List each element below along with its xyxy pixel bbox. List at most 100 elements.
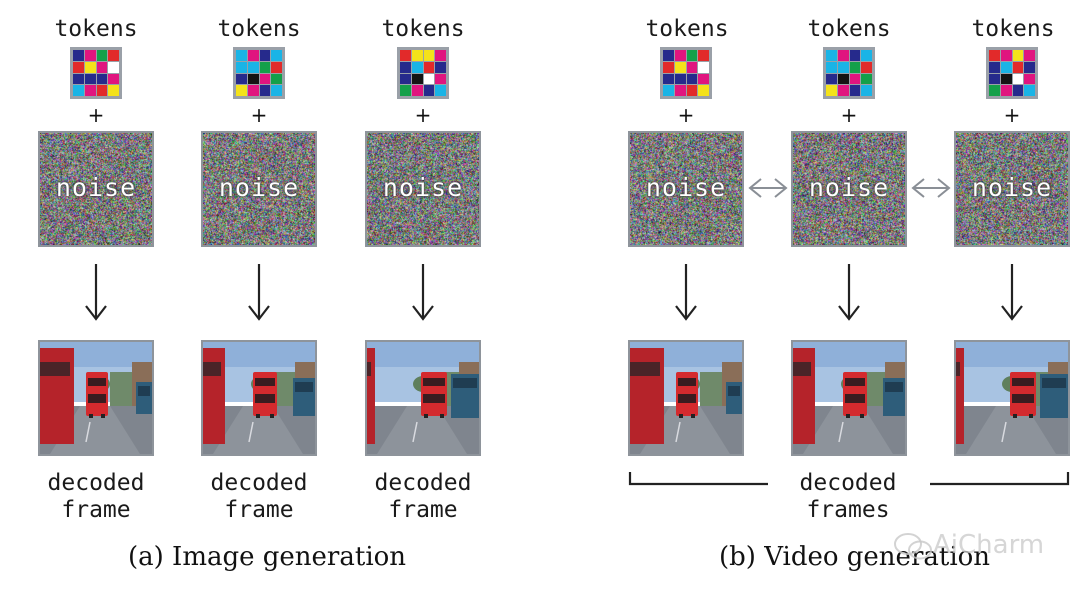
token-cell — [1000, 85, 1012, 96]
token-cell — [849, 73, 861, 85]
token-cell — [423, 61, 435, 73]
token-cell — [73, 85, 84, 96]
token-cell — [989, 61, 1000, 73]
token-cell — [236, 61, 247, 73]
token-cell — [259, 61, 271, 73]
street-scene — [40, 342, 152, 454]
decoded-label: decoded — [210, 470, 308, 496]
down-arrow-icon — [838, 264, 860, 321]
token-cell — [435, 73, 446, 85]
caption-image-generation: (a) Image generation — [128, 542, 407, 572]
tokens-label: tokens — [217, 16, 301, 42]
noise-label: noise — [55, 173, 137, 202]
token-cell — [698, 61, 709, 73]
caption-video-generation: (b) Video generation — [719, 542, 991, 572]
token-cell — [1012, 50, 1024, 61]
token-cell — [663, 85, 674, 96]
tokens-label: tokens — [645, 16, 729, 42]
token-cell — [236, 73, 247, 85]
decoded-label: decoded — [47, 470, 145, 496]
token-grid — [233, 47, 285, 99]
token-cell — [73, 50, 84, 61]
watermark: AiCharm — [893, 530, 1044, 561]
decoded-frame-video — [791, 340, 907, 456]
token-cell — [1012, 73, 1024, 85]
token-cell — [247, 73, 259, 85]
street-scene — [630, 342, 742, 454]
token-cell — [96, 61, 108, 73]
wechat-icon — [894, 532, 932, 559]
token-cell — [1012, 85, 1024, 96]
decoded-label: decoded — [799, 470, 897, 496]
token-cell — [837, 73, 849, 85]
token-cell — [271, 61, 282, 73]
token-cell — [96, 73, 108, 85]
noise-label: noise — [808, 173, 890, 202]
token-cell — [411, 85, 423, 96]
token-cell — [698, 50, 709, 61]
token-cell — [698, 85, 709, 96]
token-cell — [686, 61, 698, 73]
decoded-frame-image — [201, 340, 317, 456]
token-cell — [400, 61, 411, 73]
noise-label: noise — [971, 173, 1053, 202]
noise-block: noise — [201, 131, 317, 247]
noise-block: noise — [954, 131, 1070, 247]
token-cell — [1012, 61, 1024, 73]
token-cell — [861, 61, 872, 73]
token-cell — [663, 73, 674, 85]
token-cell — [1000, 61, 1012, 73]
token-cell — [849, 61, 861, 73]
token-cell — [259, 73, 271, 85]
token-grid — [823, 47, 875, 99]
frame-label: frame — [61, 497, 131, 523]
token-cell — [837, 61, 849, 73]
token-cell — [663, 50, 674, 61]
down-arrow-icon — [412, 264, 434, 321]
token-cell — [1024, 61, 1035, 73]
token-cell — [236, 85, 247, 96]
token-cell — [84, 73, 96, 85]
token-cell — [686, 73, 698, 85]
token-cell — [837, 50, 849, 61]
token-cell — [826, 73, 837, 85]
bidirectional-arrow-icon — [748, 178, 788, 198]
noise-label: noise — [645, 173, 727, 202]
token-cell — [108, 61, 119, 73]
token-cell — [826, 85, 837, 96]
watermark-text: AiCharm — [933, 530, 1045, 560]
token-cell — [1000, 50, 1012, 61]
token-cell — [423, 50, 435, 61]
token-cell — [411, 50, 423, 61]
token-cell — [674, 50, 686, 61]
token-cell — [108, 85, 119, 96]
token-grid — [70, 47, 122, 99]
frames-label: frames — [806, 497, 890, 523]
street-scene — [793, 342, 905, 454]
token-cell — [73, 61, 84, 73]
token-cell — [826, 61, 837, 73]
token-cell — [259, 85, 271, 96]
token-grid — [397, 47, 449, 99]
token-cell — [96, 50, 108, 61]
token-cell — [411, 61, 423, 73]
token-cell — [686, 50, 698, 61]
street-scene — [203, 342, 315, 454]
token-cell — [400, 73, 411, 85]
noise-label: noise — [382, 173, 464, 202]
token-cell — [686, 85, 698, 96]
tokens-label: tokens — [381, 16, 465, 42]
token-cell — [837, 85, 849, 96]
token-cell — [674, 73, 686, 85]
plus-sign: + — [414, 103, 432, 127]
token-cell — [400, 85, 411, 96]
token-cell — [247, 50, 259, 61]
token-cell — [96, 85, 108, 96]
token-cell — [861, 73, 872, 85]
bidirectional-arrow-icon — [911, 178, 951, 198]
token-cell — [849, 50, 861, 61]
plus-sign: + — [840, 103, 858, 127]
token-cell — [849, 85, 861, 96]
down-arrow-icon — [248, 264, 270, 321]
token-cell — [674, 61, 686, 73]
